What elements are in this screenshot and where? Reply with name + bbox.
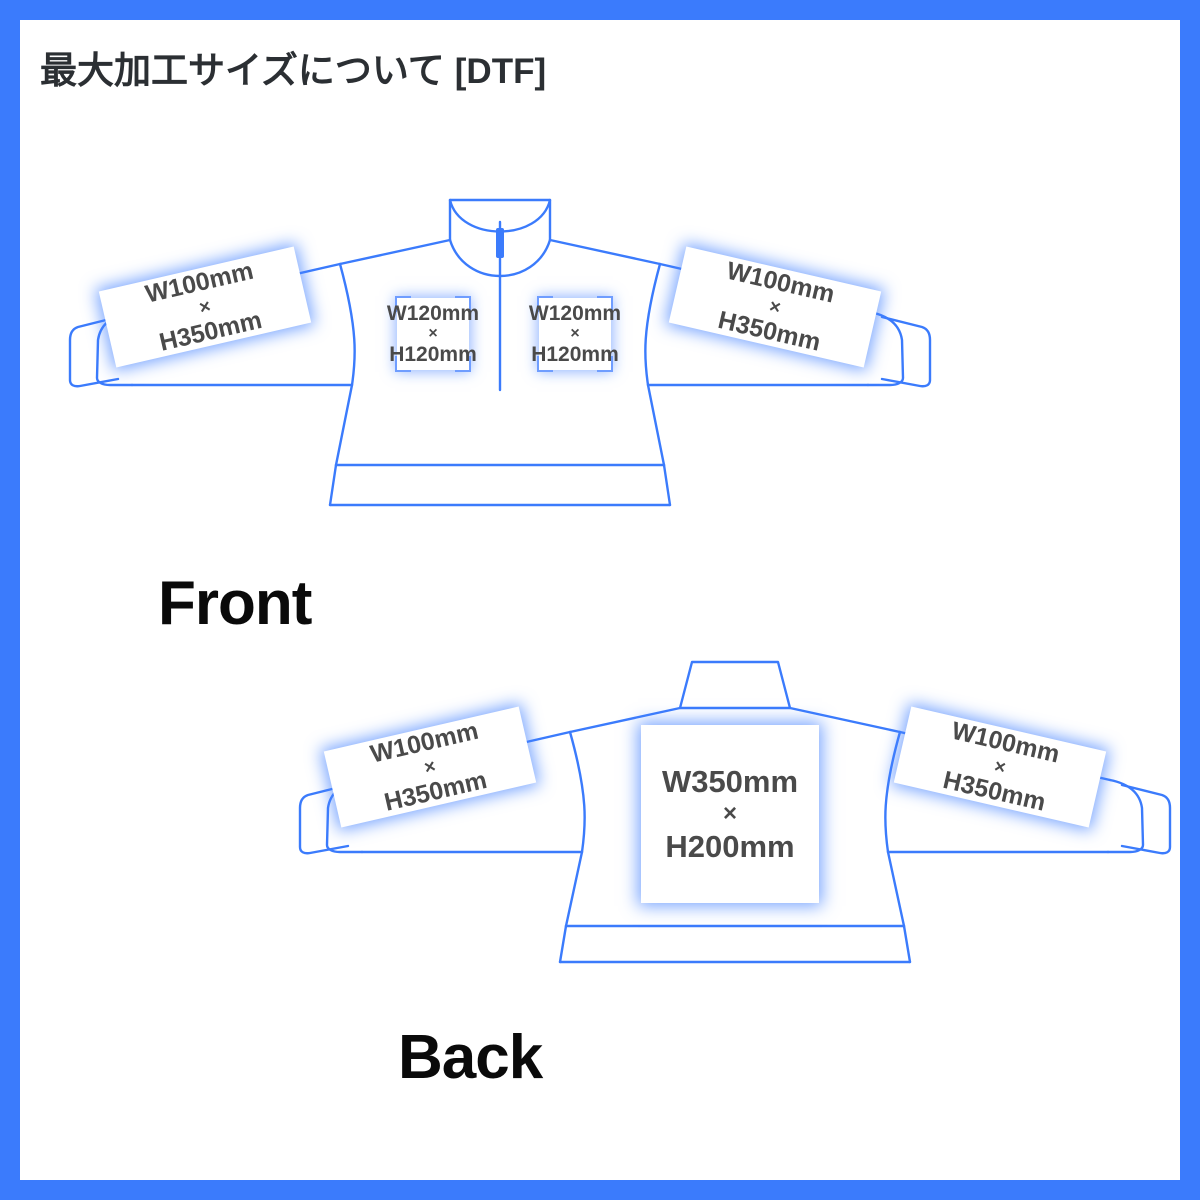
- print-area-separator: ×: [767, 295, 783, 319]
- back-right-cuff-outer: [1120, 783, 1172, 855]
- page-title-japanese: 最大加工サイズについて: [40, 49, 445, 92]
- print-area-separator: ×: [422, 755, 438, 779]
- corner-mark-bl: [537, 356, 553, 372]
- front-collar-outer: [448, 198, 552, 242]
- back-right-cuff-inner: [1106, 778, 1145, 854]
- back-right-shoulder: [788, 706, 902, 734]
- back-left-side: [564, 850, 584, 928]
- print-area-height: H200mm: [665, 829, 795, 864]
- back-right-side: [886, 850, 906, 928]
- front-left-cuff-outer: [68, 315, 120, 388]
- print-area-separator: ×: [722, 800, 737, 827]
- back-collar: [678, 660, 792, 710]
- back-left-shoulder: [568, 706, 682, 734]
- print-area-separator: ×: [570, 325, 580, 342]
- back-view-label: Back: [398, 1023, 543, 1092]
- print-area-width: W350mm: [661, 764, 799, 799]
- back-right-armhole: [884, 730, 902, 854]
- front-right-armhole: [644, 262, 662, 387]
- front-waistband-right: [662, 463, 672, 507]
- print-area-separator: ×: [197, 295, 213, 319]
- back-left-armhole: [568, 730, 586, 854]
- print-area-front-right-chest: W120mm × H120mm: [529, 296, 621, 372]
- front-left-side: [334, 383, 354, 467]
- back-waistband-right: [902, 924, 912, 964]
- print-area-height: H120mm: [389, 343, 477, 366]
- print-area-width: W120mm: [528, 302, 622, 325]
- front-view-label: Front: [158, 569, 312, 638]
- corner-mark-br: [597, 356, 613, 372]
- front-waistband-left: [328, 463, 338, 507]
- back-waistband-left: [558, 924, 568, 964]
- front-zipper-pull-icon: [496, 228, 504, 258]
- front-left-shoulder: [338, 238, 452, 266]
- print-area-width: W120mm: [386, 302, 480, 325]
- front-left-armhole: [338, 262, 356, 387]
- back-left-cuff-outer: [298, 783, 350, 855]
- print-area-back-center: W350mm × H200mm: [641, 725, 819, 903]
- corner-mark-tr: [455, 296, 471, 312]
- front-right-shoulder: [548, 238, 662, 266]
- corner-mark-tl: [537, 296, 553, 312]
- print-area-separator: ×: [992, 755, 1008, 779]
- corner-mark-tl: [395, 296, 411, 312]
- corner-mark-bl: [395, 356, 411, 372]
- corner-mark-tr: [597, 296, 613, 312]
- page-title: 最大加工サイズについて[DTF]: [40, 40, 546, 94]
- print-area-separator: ×: [428, 325, 438, 342]
- front-right-side: [646, 383, 666, 467]
- print-area-front-left-chest: W120mm × H120mm: [387, 296, 479, 372]
- corner-mark-br: [455, 356, 471, 372]
- page-title-method-tag: [DTF]: [454, 52, 547, 91]
- front-right-cuff-outer: [880, 315, 932, 388]
- print-area-height: H120mm: [531, 343, 619, 366]
